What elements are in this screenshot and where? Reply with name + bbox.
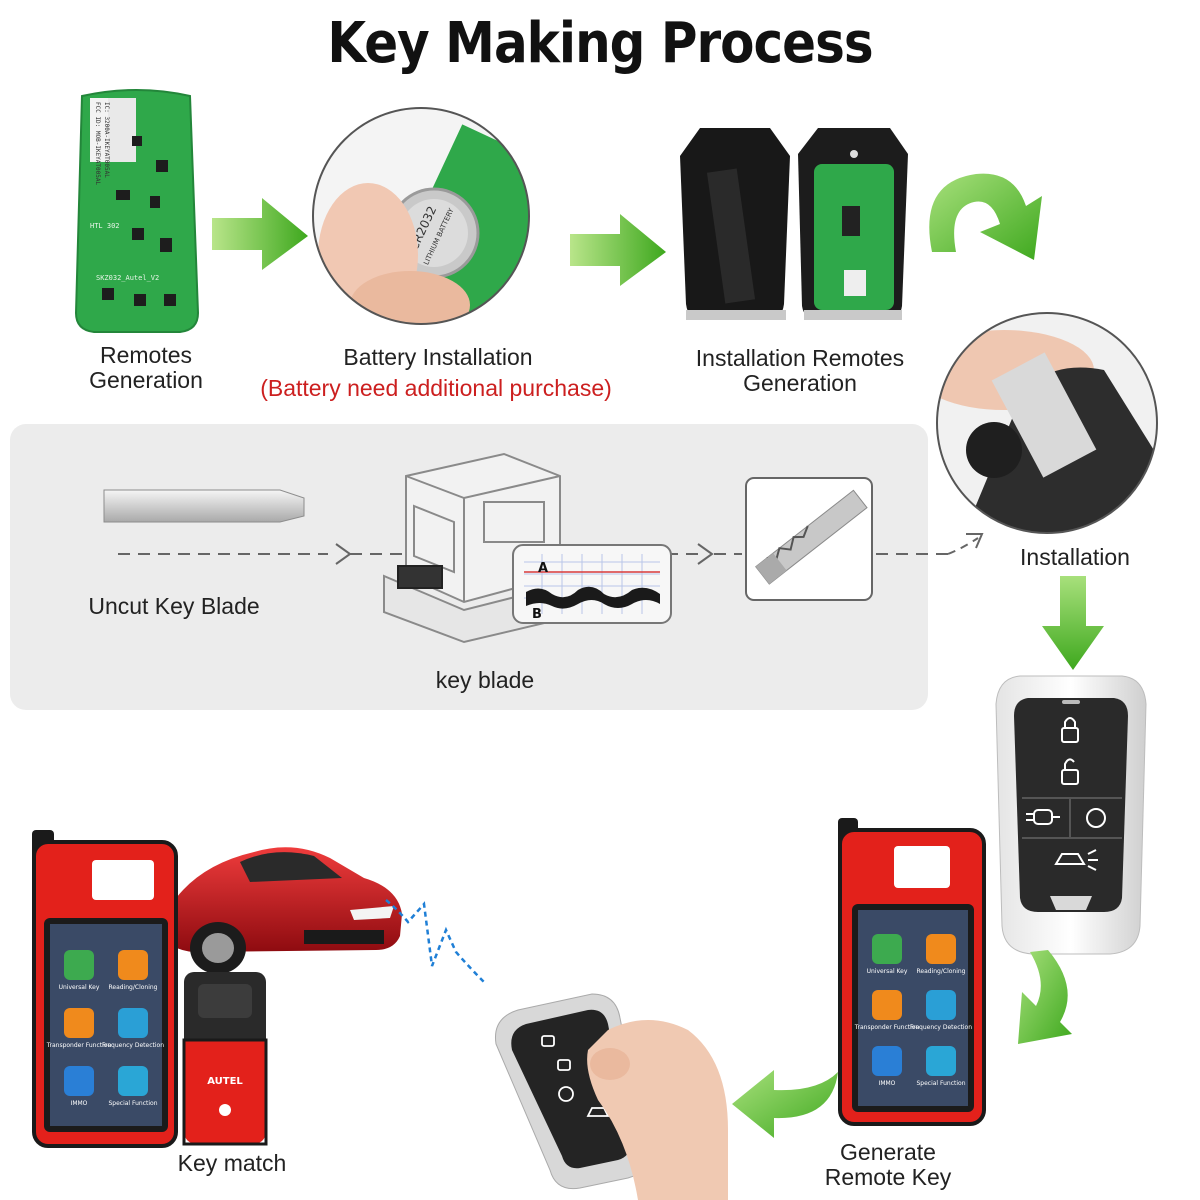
remote-shell-illustration	[680, 128, 908, 320]
app-label: IMMO	[879, 1080, 896, 1087]
obd-dongle-illustration: AUTEL	[182, 972, 268, 1146]
app-label: Special Function	[916, 1080, 965, 1087]
app-label: Reading/Cloning	[109, 984, 158, 991]
app-icon[interactable]	[64, 950, 94, 980]
pcb-model-text: SKZ032_Autel_V2	[96, 274, 159, 282]
cut-key-blade-illustration	[745, 477, 873, 601]
app-label: Special Function	[108, 1100, 157, 1107]
uncut-key-blade-illustration	[103, 489, 305, 523]
app-icon[interactable]	[118, 950, 148, 980]
pcb-fcc-text-2: IC: 3200A-IKEYAT005AL	[103, 102, 110, 178]
pcb-htl-text: HTL 302	[90, 222, 120, 230]
label-remotes-generation: Remotes Generation	[89, 342, 203, 393]
app-label: Transponder Function	[46, 1042, 112, 1049]
wireless-signal-icon	[385, 899, 485, 983]
label-installation: Installation	[1020, 544, 1130, 570]
battery-installation-illustration: CR2032 LITHIUM BATTERY	[312, 107, 530, 325]
app-label: Reading/Cloning	[917, 968, 966, 975]
label-generate-remote-key: Generate Remote Key	[824, 1139, 952, 1190]
pcb-board-illustration: SKZ032_Autel_V2 HTL 302 FCC ID: MOB-IKEY…	[74, 89, 200, 333]
app-label: Transponder Function	[854, 1024, 920, 1031]
curved-arrow-icon	[1018, 950, 1072, 1044]
key-bitting-chart: A B	[512, 544, 672, 624]
pcb-fcc-text-1: FCC ID: MOB-IKEYAT005AL	[94, 102, 101, 185]
app-icon[interactable]	[118, 1008, 148, 1038]
app-label: Universal Key	[867, 968, 908, 975]
app-icon[interactable]	[64, 1008, 94, 1038]
app-label: Frequency Detection	[102, 1042, 164, 1049]
label-battery-installation: Battery Installation	[343, 344, 533, 370]
app-icon[interactable]	[926, 990, 956, 1020]
arrow-down-icon	[1042, 576, 1104, 670]
app-icon[interactable]	[872, 990, 902, 1020]
obd-brand-text: AUTEL	[207, 1076, 243, 1087]
label-installation-remotes-generation: Installation Remotes Generation	[695, 345, 905, 396]
key-programmer-device-right: Universal Key Reading/CloningTransponder …	[838, 818, 986, 1126]
app-label: Universal Key	[59, 984, 100, 991]
label-uncut-key-blade: Uncut Key Blade	[88, 593, 260, 619]
label-key-blade: key blade	[435, 667, 535, 693]
app-icon[interactable]	[926, 934, 956, 964]
flow-dashed-line	[118, 533, 984, 565]
red-sports-car-illustration	[164, 847, 402, 974]
curved-arrow-icon	[929, 173, 1042, 260]
app-icon[interactable]	[872, 934, 902, 964]
page-title: Key Making Process	[327, 10, 873, 76]
curved-arrow-icon	[732, 1070, 838, 1138]
arrow-right-icon	[570, 214, 666, 286]
smart-key-remote-illustration	[995, 675, 1147, 955]
app-icon[interactable]	[926, 1046, 956, 1076]
app-icon[interactable]	[872, 1046, 902, 1076]
installation-illustration	[936, 312, 1158, 534]
arrow-right-icon	[212, 198, 308, 270]
label-key-match: Key match	[177, 1150, 287, 1176]
cutter-label-a: A	[538, 561, 548, 576]
app-label: IMMO	[71, 1100, 88, 1107]
app-icon[interactable]	[118, 1066, 148, 1096]
app-icon[interactable]	[64, 1066, 94, 1096]
app-label: Frequency Detection	[910, 1024, 972, 1031]
cutter-label-b: B	[532, 607, 542, 622]
key-programmer-device-left: Universal Key Reading/CloningTransponder …	[32, 830, 178, 1148]
hand-holding-remote-illustration	[494, 993, 728, 1200]
label-battery-note: (Battery need additional purchase)	[260, 375, 612, 401]
